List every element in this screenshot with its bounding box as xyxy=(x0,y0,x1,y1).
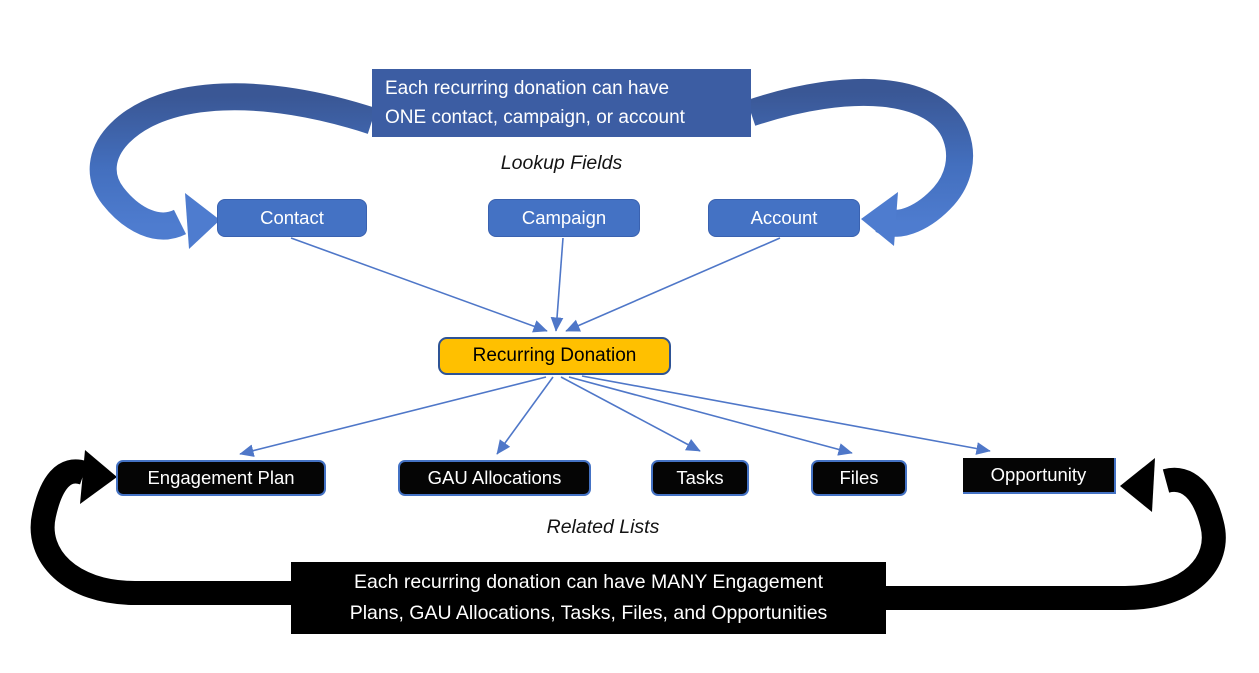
connector-center-to-opportunity xyxy=(581,375,991,455)
node-tasks-label: Tasks xyxy=(676,467,724,488)
curved-arrow-top-right xyxy=(746,79,974,246)
bottom-banner-line2: Plans, GAU Allocations, Tasks, Files, an… xyxy=(349,602,828,624)
node-recurring-donation-label: Recurring Donation xyxy=(472,345,637,366)
connector-center-to-files xyxy=(568,376,853,456)
node-account-label: Account xyxy=(750,207,818,228)
top-banner-line2: ONE contact, campaign, or account xyxy=(385,107,685,128)
node-files: Files xyxy=(811,460,907,496)
node-opportunity: Opportunity xyxy=(963,458,1116,494)
node-gau-allocations-label: GAU Allocations xyxy=(427,467,562,488)
related-lists-label: Related Lists xyxy=(546,516,660,538)
node-gau-allocations: GAU Allocations xyxy=(398,460,591,496)
node-recurring-donation: Recurring Donation xyxy=(438,337,671,375)
node-engagement-plan-label: Engagement Plan xyxy=(147,467,295,488)
node-engagement-plan: Engagement Plan xyxy=(116,460,326,496)
lookup-fields-label: Lookup Fields xyxy=(500,152,623,174)
connector-contact-to-center xyxy=(290,237,548,333)
node-tasks: Tasks xyxy=(651,460,749,496)
node-account: Account xyxy=(708,199,860,237)
curved-arrow-bottom-right xyxy=(884,458,1226,610)
node-contact-label: Contact xyxy=(260,207,324,228)
node-contact: Contact xyxy=(217,199,367,237)
node-campaign: Campaign xyxy=(488,199,640,237)
connector-campaign-to-center xyxy=(550,237,564,332)
connector-account-to-center xyxy=(565,237,781,332)
top-banner: Each recurring donation can have ONE con… xyxy=(372,69,751,137)
node-campaign-label: Campaign xyxy=(521,207,607,228)
bottom-banner-line1: Each recurring donation can have MANY En… xyxy=(353,571,823,593)
connector-center-to-gau xyxy=(496,376,554,455)
top-banner-line1: Each recurring donation can have xyxy=(385,78,670,99)
curved-arrow-bottom-left xyxy=(30,450,293,605)
node-files-label: Files xyxy=(839,467,879,488)
connector-center-to-engagement xyxy=(239,376,547,457)
node-opportunity-label: Opportunity xyxy=(990,464,1087,485)
curved-arrow-top-left xyxy=(89,83,377,249)
bottom-banner: Each recurring donation can have MANY En… xyxy=(291,562,886,634)
connector-center-to-tasks xyxy=(560,376,701,452)
